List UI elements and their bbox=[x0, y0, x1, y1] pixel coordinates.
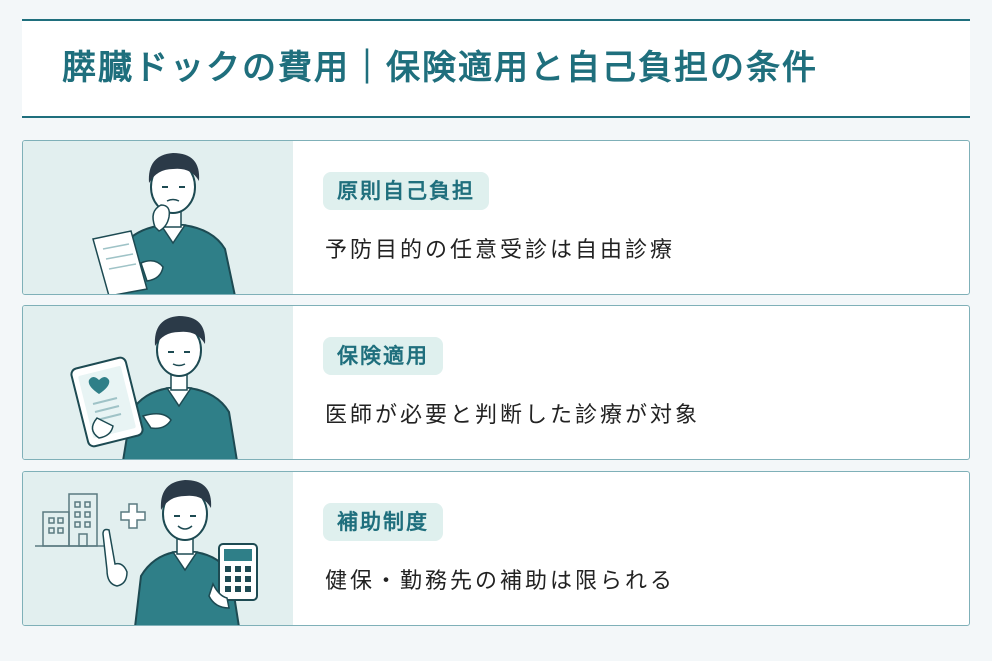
calculator-icon bbox=[218, 543, 258, 601]
medical-cross-icon bbox=[120, 503, 146, 529]
card-self-pay: 原則自己負担 予防目的の任意受診は自由診療 bbox=[22, 140, 970, 295]
card-tag: 原則自己負担 bbox=[323, 172, 489, 210]
card-insurance: 保険適用 医師が必要と判断した診療が対象 bbox=[22, 305, 970, 460]
building-icon bbox=[35, 493, 107, 547]
card-tag: 保険適用 bbox=[323, 337, 443, 375]
card-description: 予防目的の任意受診は自由診療 bbox=[325, 238, 676, 263]
page-title: 膵臓ドックの費用｜保険適用と自己負担の条件 bbox=[62, 48, 818, 88]
card-description: 健保・勤務先の補助は限られる bbox=[325, 569, 676, 594]
card-tag: 補助制度 bbox=[323, 503, 443, 541]
illustration-man-with-calculator bbox=[23, 472, 293, 625]
illustration-man-reading-document bbox=[23, 141, 293, 294]
illustration-man-with-tablet bbox=[23, 306, 293, 459]
card-subsidy: 補助制度 健保・勤務先の補助は限られる bbox=[22, 471, 970, 626]
card-description: 医師が必要と判断した診療が対象 bbox=[325, 403, 701, 428]
title-banner: 膵臓ドックの費用｜保険適用と自己負担の条件 bbox=[22, 19, 970, 118]
